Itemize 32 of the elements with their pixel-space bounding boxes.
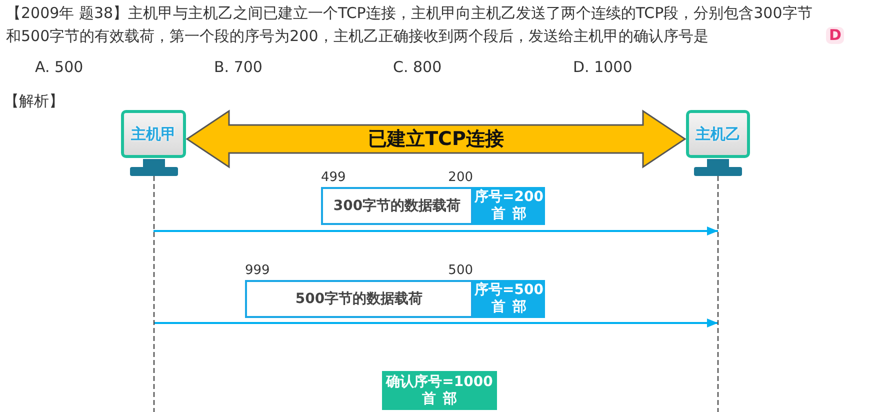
section-heading: 【解析】 <box>4 92 64 110</box>
answer-option: A. 500 <box>35 58 84 76</box>
answer-option: D. 1000 <box>573 58 632 76</box>
header-box <box>473 280 545 318</box>
question-text: 【2009年 题38】主机甲与主机乙之间已建立一个TCP连接，主机甲向主机乙发送了两个连续的TCP段，分别包含300字节和500字节的有效载荷，第一个段的序号为200，主机乙正确接收到两个段后，发送给主机甲的确认序号是 <box>6 3 814 47</box>
answer-option: B. 700 <box>214 58 262 76</box>
byte-number: 500 <box>448 263 473 278</box>
ack-number: 确认序号=1000 <box>386 374 493 390</box>
payload-box <box>321 187 473 225</box>
sequence-number: 序号=500 <box>474 282 544 298</box>
payload-label: 300字节的数据载荷 <box>333 198 461 214</box>
header-label: 首部 <box>422 390 464 408</box>
host-participant <box>121 110 186 412</box>
host-name: 主机乙 <box>696 125 740 143</box>
answer-badge: D <box>826 27 844 44</box>
ack-header-box <box>382 371 497 410</box>
edge-label: 已建立TCP连接 <box>368 128 504 150</box>
payload-box <box>245 280 473 318</box>
header-label: 首部 <box>492 206 534 223</box>
arrow <box>154 318 718 328</box>
byte-number: 499 <box>321 170 346 185</box>
host-name: 主机甲 <box>131 125 176 143</box>
byte-number: 999 <box>245 263 270 278</box>
sequence-number: 序号=200 <box>474 189 544 206</box>
header-box <box>473 187 545 225</box>
host-participant <box>686 110 750 412</box>
arrow <box>154 226 718 236</box>
answer-option: C. 800 <box>393 58 442 76</box>
header-label: 首部 <box>492 299 534 316</box>
payload-label: 500字节的数据载荷 <box>295 290 423 308</box>
byte-number: 200 <box>448 170 473 185</box>
double-arrow <box>186 110 686 168</box>
